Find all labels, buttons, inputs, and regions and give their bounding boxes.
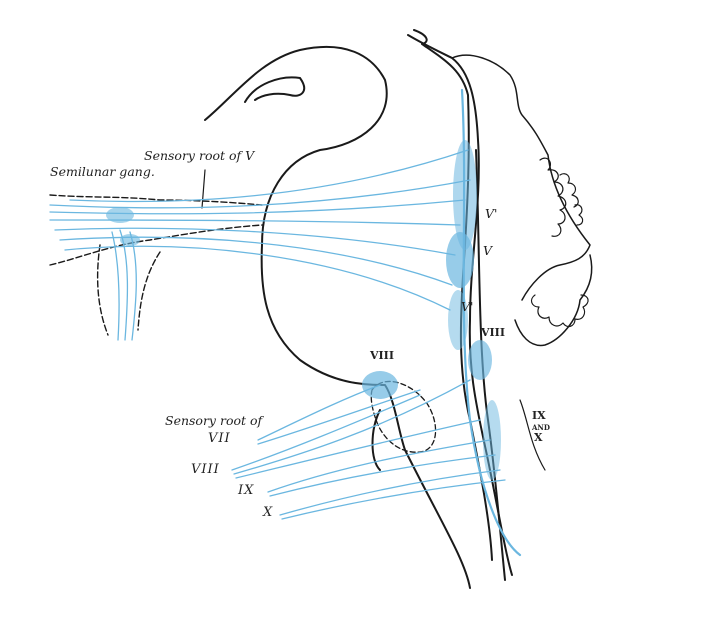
trigeminal-fibre xyxy=(129,231,137,341)
trigeminal-fibre xyxy=(54,227,456,256)
ganglion-sheath-upper xyxy=(49,194,263,206)
folia-upper xyxy=(539,157,584,237)
trigeminal-fibre xyxy=(49,199,466,215)
vestibular-nucleus xyxy=(468,340,492,380)
root-x-fibre xyxy=(281,479,506,520)
label-ix-x-ix: IX xyxy=(532,409,546,422)
label-sensory-root-v: Sensory root of V xyxy=(144,148,255,163)
trigeminal-fibre xyxy=(59,236,453,286)
trigeminal-nucleus-main xyxy=(446,232,474,288)
trigeminal-nucleus-upper xyxy=(453,140,477,250)
pons-anterior-border xyxy=(371,409,381,471)
ganglion-sheath-lower xyxy=(49,224,263,266)
root-viii-fibre xyxy=(235,419,481,479)
label-ix-x-x: X xyxy=(534,431,543,444)
pons-outline xyxy=(204,45,471,589)
cerebellum-lower xyxy=(514,254,593,347)
label-viii-right: VIII xyxy=(481,326,505,339)
label-viii-left: VIII xyxy=(370,349,394,362)
leader-line xyxy=(201,169,206,209)
solitary-nucleus xyxy=(483,400,501,480)
median-line xyxy=(475,149,506,581)
trigeminal-fibre xyxy=(64,245,451,311)
root-ix-fibre xyxy=(267,439,491,493)
label-vii: VII xyxy=(208,431,231,446)
root-vii-fibre xyxy=(257,389,421,445)
label-viii: VIII xyxy=(191,462,220,477)
label-v-lower: V' xyxy=(461,299,474,314)
cerebellum-upper xyxy=(451,54,591,301)
label-x: X xyxy=(263,505,274,520)
semilunar-ganglion xyxy=(120,234,140,246)
root-x-fibre xyxy=(279,469,501,516)
root-viii-fibre xyxy=(233,379,471,475)
label-semilunar-gang: Semilunar gang. xyxy=(50,164,155,179)
label-sensory-root-of: Sensory root of xyxy=(165,413,263,428)
trigeminal-fibre xyxy=(69,149,469,203)
pons-upper-inner xyxy=(244,76,306,103)
root-viii-fibre xyxy=(231,394,421,471)
semilunar-ganglion xyxy=(106,207,134,223)
trigeminal-nucleus-lower xyxy=(448,290,468,350)
trigeminal-fibre xyxy=(49,219,461,226)
cochlear-nucleus xyxy=(362,371,398,399)
trigeminal-fibre xyxy=(49,179,471,209)
label-ix: IX xyxy=(238,483,255,498)
folia-lower xyxy=(530,294,589,328)
label-v-upper: V' xyxy=(485,206,498,221)
ix-x-bracket xyxy=(519,399,546,471)
root-ix-fibre xyxy=(269,454,496,497)
trigeminal-fibre xyxy=(111,231,120,341)
label-v-main: V xyxy=(483,243,493,258)
ganglion-sheath-inner xyxy=(96,244,161,336)
label-ix-x-and: AND xyxy=(532,423,550,432)
